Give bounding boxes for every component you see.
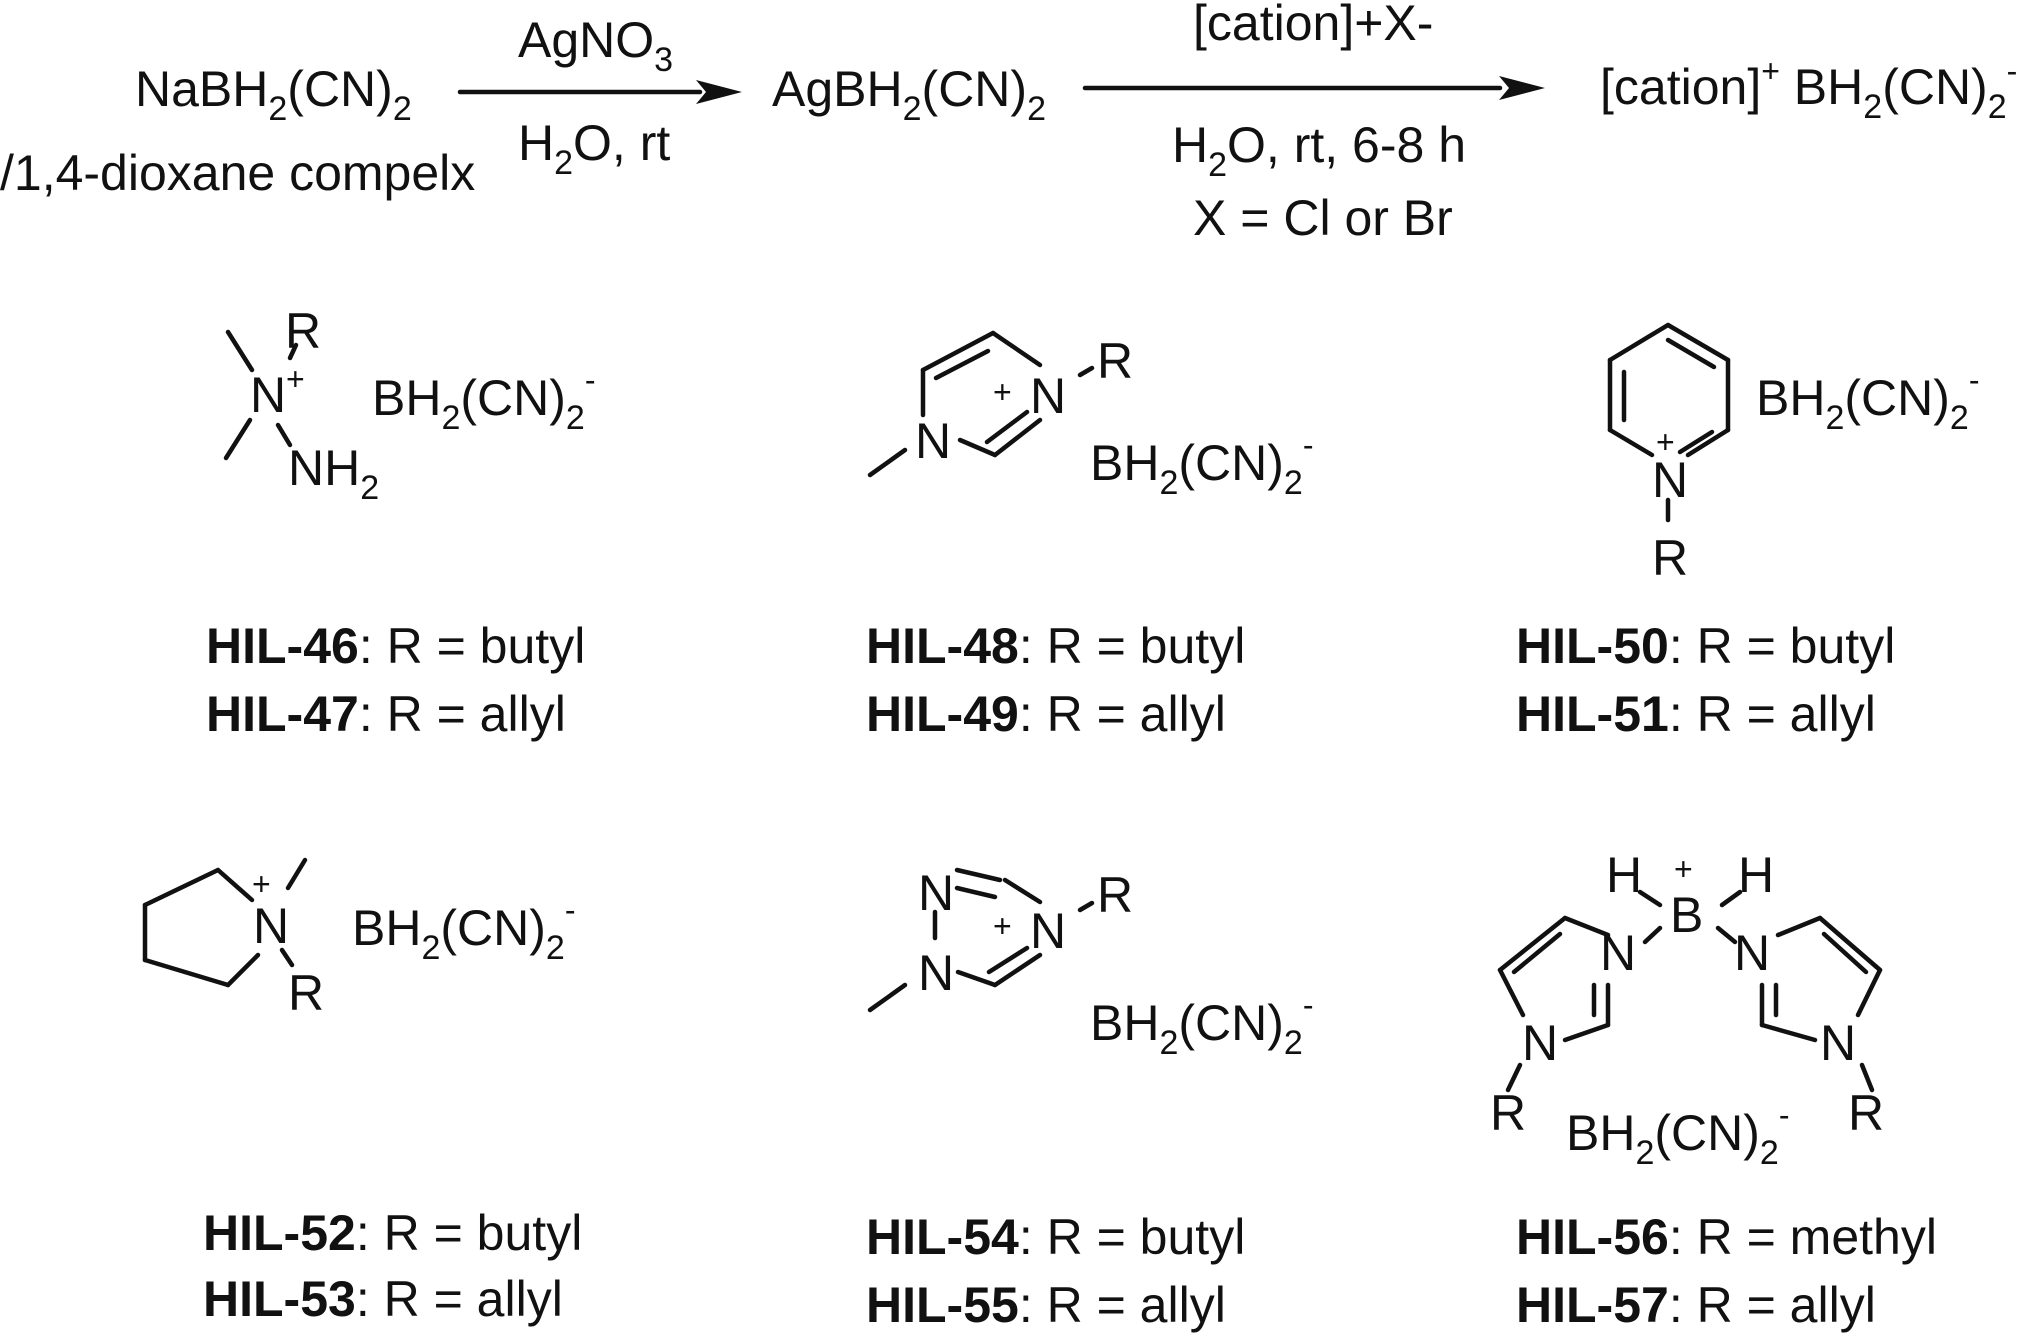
product: [cation]+ BH2(CN)2-: [1600, 53, 2017, 126]
compound-label: HIL-56: R = methyl: [1516, 1209, 1937, 1265]
svg-text:N: N: [1030, 368, 1066, 424]
svg-text:R: R: [1490, 1085, 1526, 1141]
anion-label: BH2(CN)2-: [1090, 427, 1314, 502]
structure-pyridinium: N + R BH2(CN)2-: [1607, 322, 1980, 586]
svg-text:+: +: [993, 908, 1012, 944]
arrow-step-2: [1082, 76, 1545, 100]
compound-label: HIL-52: R = butyl: [203, 1205, 582, 1261]
structure-hydrazinium: N + R NH2 BH2(CN)2-: [223, 303, 596, 507]
svg-text:R: R: [1097, 333, 1133, 389]
step2-halide-note: X = Cl or Br: [1193, 190, 1453, 246]
svg-text:N: N: [1600, 925, 1636, 981]
arrow-step-1: [457, 80, 742, 104]
step1-conditions: H2O, rt: [518, 115, 670, 182]
compound-label: HIL-50: R = butyl: [1516, 618, 1895, 674]
svg-text:N: N: [1030, 903, 1066, 959]
anion-label: BH2(CN)2-: [372, 362, 596, 437]
svg-text:N: N: [918, 865, 954, 921]
svg-text:+: +: [252, 866, 271, 902]
svg-text:N: N: [250, 367, 286, 423]
svg-text:N: N: [1820, 1015, 1856, 1071]
compound-label: HIL-49: R = allyl: [866, 686, 1226, 742]
step2-conditions: H2O, rt, 6-8 h: [1172, 117, 1466, 184]
svg-text:NaBH2(CN)2: NaBH2(CN)2: [135, 61, 412, 128]
structure-imidazolium: N N + R BH2(CN)2-: [867, 330, 1314, 502]
svg-text:H: H: [1606, 847, 1642, 903]
svg-text:N: N: [915, 413, 951, 469]
svg-text:B: B: [1670, 887, 1703, 943]
step1-reagent: AgNO3: [518, 12, 673, 79]
structure-triazolium: N N N + R BH2(CN)2-: [867, 865, 1314, 1062]
svg-text:R: R: [285, 303, 321, 359]
svg-text:N: N: [918, 945, 954, 1001]
svg-text:H: H: [1738, 847, 1774, 903]
reactant-complex-label: /1,4-dioxane compelx: [0, 145, 475, 201]
svg-text:N: N: [1734, 925, 1770, 981]
svg-text:R: R: [1848, 1085, 1884, 1141]
intermediate: AgBH2(CN)2: [772, 61, 1046, 128]
svg-text:+: +: [1674, 851, 1693, 887]
anion-label: BH2(CN)2-: [1090, 987, 1314, 1062]
svg-text:R: R: [1097, 867, 1133, 923]
compound-label: HIL-46: R = butyl: [206, 618, 585, 674]
compound-label: HIL-53: R = allyl: [203, 1271, 563, 1327]
compound-label: HIL-48: R = butyl: [866, 618, 1245, 674]
anion-label: BH2(CN)2-: [1756, 362, 1980, 437]
svg-text:R: R: [288, 965, 324, 1021]
compound-label: HIL-55: R = allyl: [866, 1277, 1226, 1333]
compound-label: HIL-54: R = butyl: [866, 1209, 1245, 1265]
svg-text:N: N: [1522, 1015, 1558, 1071]
structure-boronium: H H B + N N R N N R BH2(CN)2-: [1490, 847, 1884, 1172]
svg-text:+: +: [286, 361, 305, 397]
reactant: NaBH2(CN)2 /1,4-dioxane compelx: [0, 61, 475, 201]
compound-label: HIL-51: R = allyl: [1516, 686, 1876, 742]
step2-reagent: [cation]+X-: [1193, 0, 1433, 51]
svg-text:N: N: [1652, 452, 1688, 508]
anion-label: BH2(CN)2-: [352, 892, 576, 967]
svg-text:NH2: NH2: [288, 440, 379, 507]
compound-label: HIL-47: R = allyl: [206, 686, 566, 742]
svg-text:N: N: [253, 898, 289, 954]
compound-label: HIL-57: R = allyl: [1516, 1277, 1876, 1333]
structure-pyrrolidinium: N + R BH2(CN)2-: [142, 857, 576, 1021]
svg-text:+: +: [993, 374, 1012, 410]
svg-text:R: R: [1652, 530, 1688, 586]
anion-label: BH2(CN)2-: [1566, 1097, 1790, 1172]
svg-text:+: +: [1656, 424, 1675, 460]
